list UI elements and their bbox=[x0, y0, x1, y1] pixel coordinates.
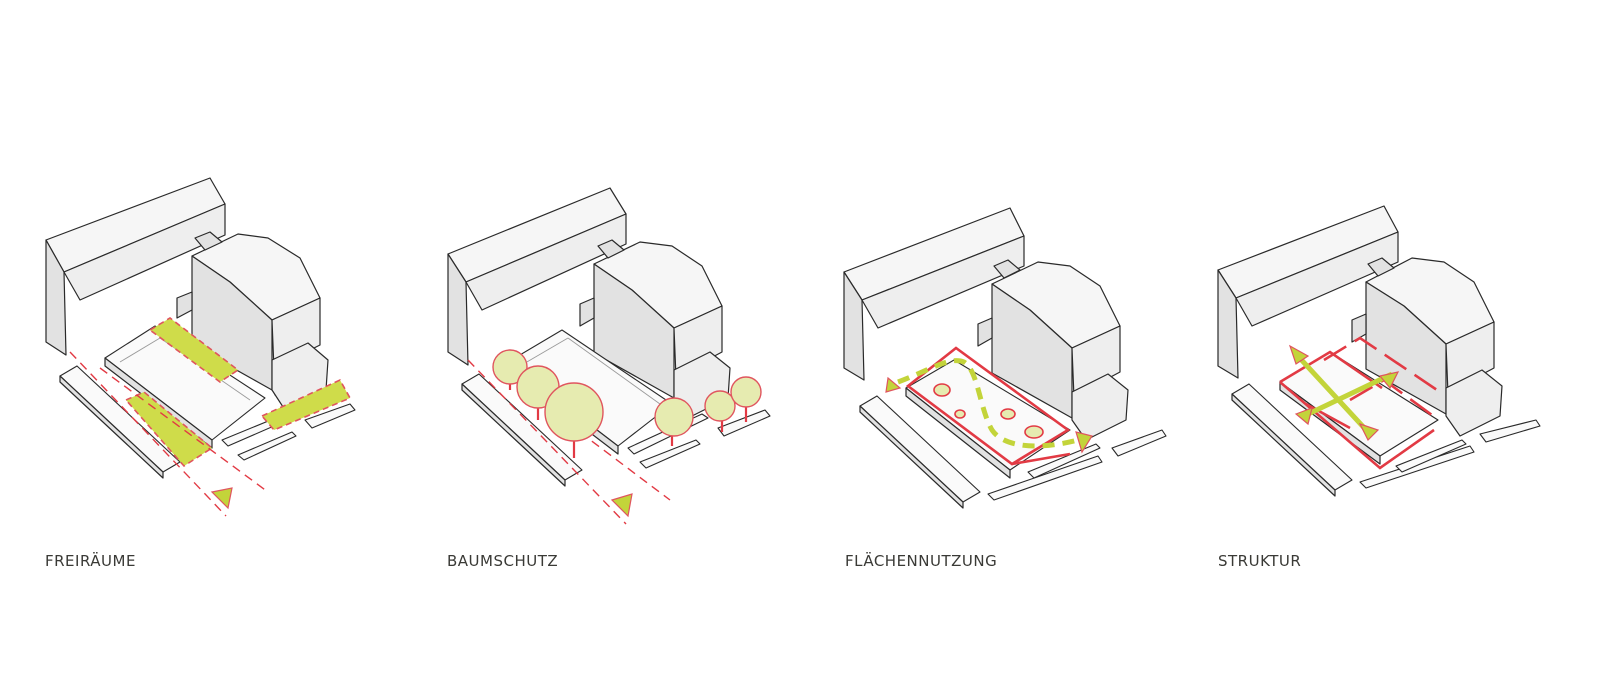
axis-line bbox=[1302, 371, 1394, 419]
caption-flaechennutzung: FLÄCHENNUTZUNG bbox=[845, 552, 998, 570]
path-line bbox=[897, 358, 1079, 449]
tree-icon bbox=[730, 376, 762, 408]
free-space-area bbox=[124, 391, 214, 468]
tree-icon bbox=[704, 390, 736, 422]
arrow-icon bbox=[1075, 431, 1093, 454]
activity-spot bbox=[954, 409, 966, 419]
diagram-baumschutz bbox=[447, 187, 771, 525]
free-space-area bbox=[148, 317, 240, 383]
caption-freiraeume: FREIRÄUME bbox=[45, 552, 136, 570]
view-arrow-icon bbox=[210, 487, 233, 510]
caption-struktur: STRUKTUR bbox=[1218, 552, 1302, 570]
arrow-icon bbox=[1288, 344, 1310, 365]
free-space-area bbox=[260, 378, 352, 431]
activity-spot bbox=[933, 383, 951, 397]
diagram-panel-struktur: STRUKTUR bbox=[1200, 0, 1600, 700]
view-arrow-icon bbox=[610, 493, 633, 518]
diagram-struktur bbox=[1217, 205, 1541, 497]
arrow-icon bbox=[1358, 422, 1380, 442]
caption-baumschutz: BAUMSCHUTZ bbox=[447, 552, 559, 570]
activity-spot bbox=[1024, 425, 1044, 439]
arrow-icon bbox=[885, 376, 902, 393]
diagram-freiraeume bbox=[45, 177, 356, 517]
diagram-panel-flaechennutzung: FLÄCHENNUTZUNG bbox=[800, 0, 1200, 700]
activity-spot bbox=[1000, 408, 1016, 420]
structure-outline bbox=[1279, 350, 1383, 390]
diagram-panel-baumschutz: BAUMSCHUTZ bbox=[400, 0, 800, 700]
axis-line bbox=[1294, 352, 1370, 434]
usage-zone-outline bbox=[905, 346, 1071, 466]
arrow-icon bbox=[1378, 371, 1400, 390]
diagram-flaechennutzung bbox=[843, 207, 1167, 509]
tree-icon bbox=[654, 397, 694, 437]
diagram-panel-freiraeume: FREIRÄUME bbox=[0, 0, 400, 700]
tree-icon bbox=[544, 382, 604, 442]
arrow-icon bbox=[1294, 407, 1313, 426]
tree-icon bbox=[492, 349, 528, 385]
